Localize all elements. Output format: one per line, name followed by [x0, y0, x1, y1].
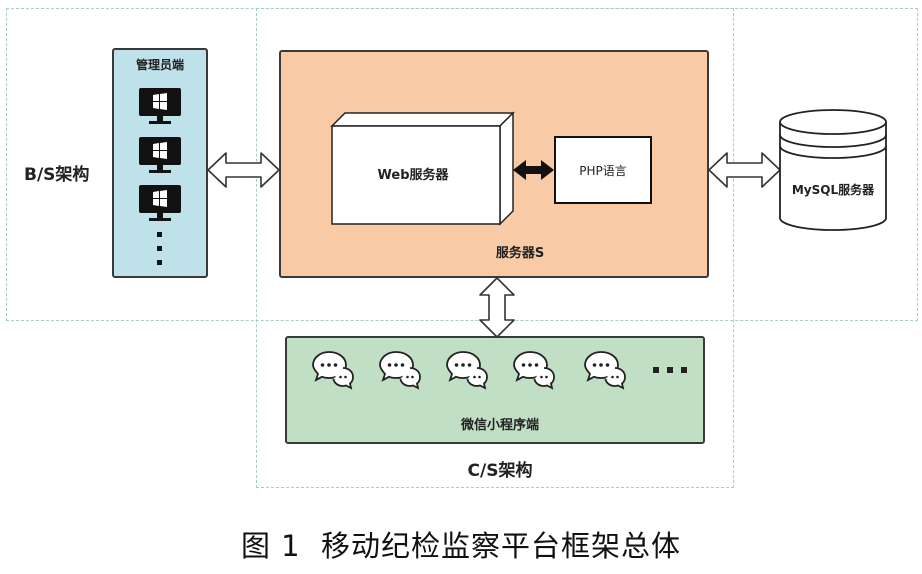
web-server-label: Web服务器 — [377, 168, 449, 183]
php-language-label: PHP语言 — [579, 163, 627, 178]
chat-bubble-icon — [584, 351, 626, 390]
figure-caption: 图 1 移动纪检监察平台框架总体 — [240, 529, 682, 563]
chat-bubble-icon — [446, 351, 488, 390]
admin-server-double-arrow — [207, 152, 280, 188]
php-language-box: PHP语言 — [554, 136, 652, 204]
web-server-box — [330, 111, 515, 226]
server-wechat-double-arrow — [479, 277, 515, 338]
horizontal-ellipsis-icon — [653, 367, 687, 373]
wechat-client-box — [285, 336, 705, 444]
admin-title: 管理员端 — [135, 58, 184, 72]
chat-bubble-icon — [379, 351, 421, 390]
chat-bubble-icon — [312, 351, 354, 390]
bs-architecture-label: B/S架构 — [24, 165, 90, 185]
mysql-server-label: MySQL服务器 — [791, 183, 875, 197]
windows-monitor-icon — [139, 88, 181, 124]
database-cylinder-icon — [779, 109, 887, 231]
cs-architecture-region — [256, 8, 734, 488]
windows-monitor-icon — [139, 185, 181, 221]
server-mysql-double-arrow — [708, 152, 781, 188]
chat-bubble-icon — [513, 351, 555, 390]
wechat-client-label: 微信小程序端 — [460, 418, 539, 433]
vertical-ellipsis-icon — [157, 232, 162, 265]
web-php-solid-arrow — [513, 160, 554, 180]
cs-architecture-label: C/S架构 — [467, 461, 533, 481]
server-label: 服务器S — [495, 246, 545, 261]
windows-monitor-icon — [139, 137, 181, 173]
